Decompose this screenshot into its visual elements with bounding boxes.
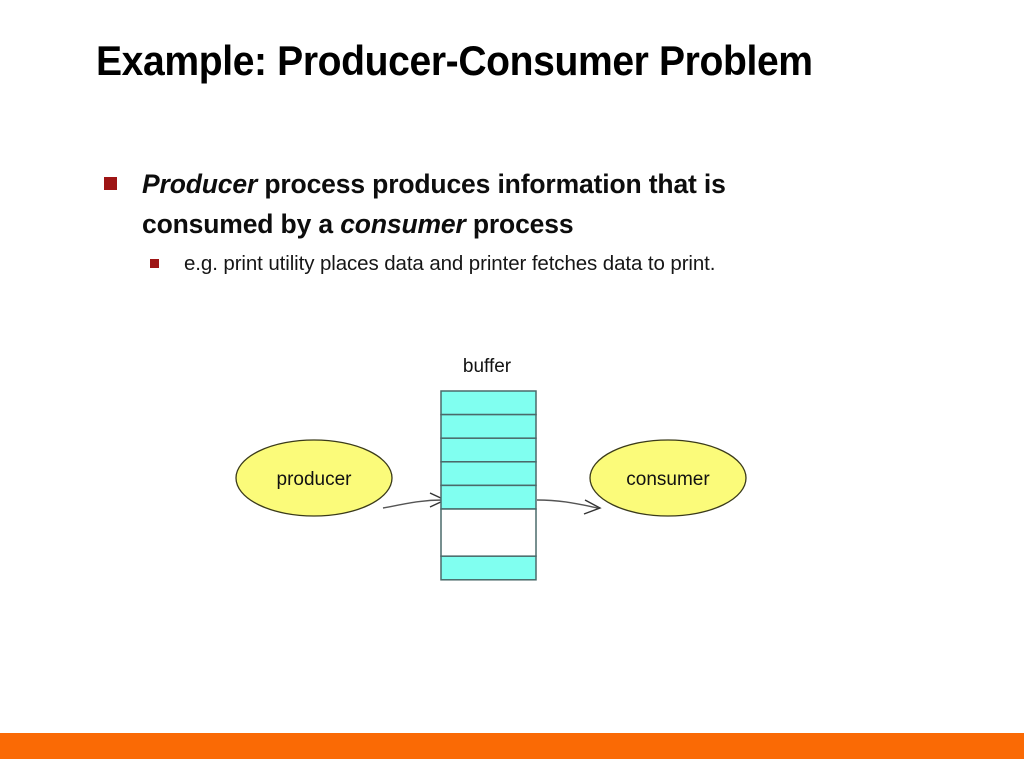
bullet-level2: e.g. print utility places data and print…: [100, 249, 930, 279]
producer-node: producer: [235, 439, 393, 517]
buffer-slot-4: [440, 461, 537, 487]
bullet-text-middle: process produces information that is con…: [142, 169, 726, 240]
buffer-to-consumer-arrow: [536, 499, 602, 515]
bullet-text-tail: process: [465, 209, 574, 240]
producer-label: producer: [277, 469, 353, 490]
producer-ellipse: [235, 439, 393, 517]
body-bullet-list: Producer process produces information th…: [100, 164, 930, 278]
square-bullet-icon: [104, 177, 117, 190]
bottom-accent-bar: [0, 733, 1024, 759]
bullet-emphasis-producer: Producer: [142, 169, 258, 199]
buffer-slot-8: [440, 555, 537, 581]
buffer-caption: buffer: [463, 356, 512, 377]
bullet-level2-text: e.g. print utility places data and print…: [184, 251, 716, 275]
consumer-ellipse: [589, 439, 747, 517]
buffer-slot-3: [440, 437, 537, 463]
bullet-emphasis-consumer: consumer: [340, 209, 466, 240]
producer-to-buffer-arrow: [382, 492, 447, 509]
buffer-stack: [440, 390, 537, 581]
square-sub-bullet-icon: [150, 258, 159, 268]
bullet-level1: Producer process produces information th…: [100, 164, 842, 245]
buffer-slot-6-7-empty: [440, 508, 537, 557]
buffer-slot-5: [440, 484, 537, 510]
consumer-label: consumer: [626, 469, 710, 490]
consumer-node: consumer: [589, 439, 747, 517]
buffer-slot-1: [440, 390, 537, 416]
buffer-slot-2: [440, 413, 537, 439]
page-title: Example: Producer-Consumer Problem: [96, 37, 813, 84]
producer-consumer-diagram: buffer: [0, 330, 1024, 610]
